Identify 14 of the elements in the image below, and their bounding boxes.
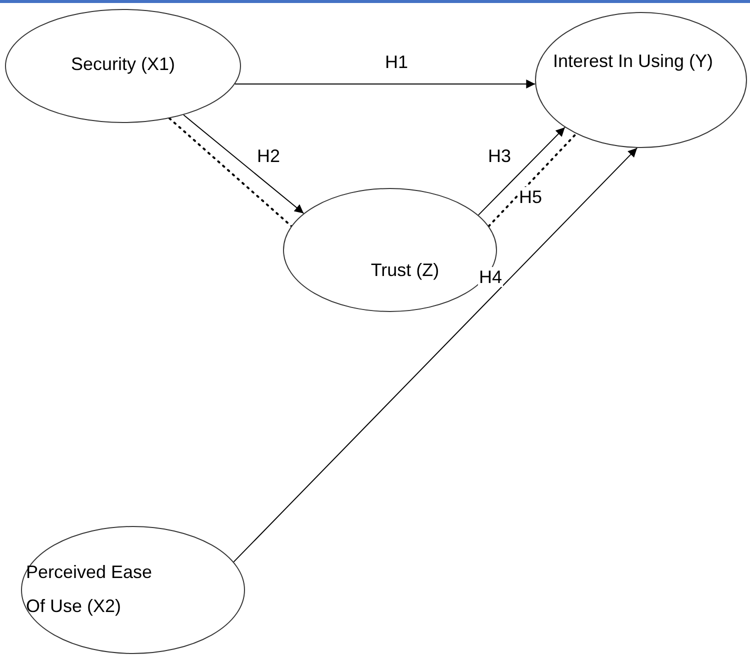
dotted-line (488, 132, 578, 228)
ellipse-node (5, 9, 241, 123)
edge-label: H4 (478, 267, 504, 287)
arrow (234, 80, 536, 88)
arrow (233, 147, 638, 562)
node-label: Interest In Using (Y) (552, 50, 714, 73)
ellipse-node (21, 526, 245, 654)
arrow (478, 126, 566, 216)
node-label: Trust (Z) (370, 259, 440, 282)
node-label: Security (X1) (70, 53, 176, 76)
ellipse-node (535, 12, 747, 148)
node-label: Perceived Ease Of Use (X2) (26, 561, 154, 618)
dotted-line (168, 117, 292, 228)
arrow (183, 114, 304, 214)
